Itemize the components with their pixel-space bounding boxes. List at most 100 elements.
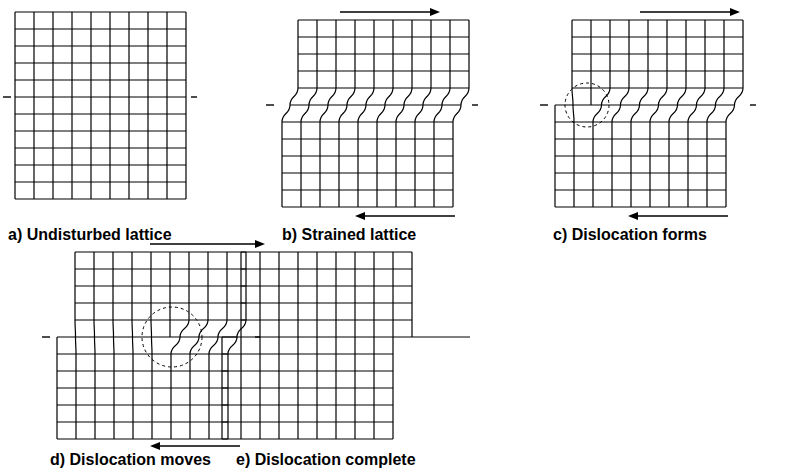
- lattice-line: [94, 337, 96, 439]
- lattice-line: [316, 337, 317, 439]
- lattice-line: [631, 105, 640, 207]
- lattice-line: [555, 155, 726, 156]
- lattice-line: [166, 97, 167, 199]
- lattice-line: [237, 252, 246, 337]
- lattice-line: [199, 252, 208, 337]
- slip-plane-mark: [3, 96, 11, 97]
- lattice-line: [278, 252, 279, 337]
- lattice-line: [109, 97, 110, 199]
- lattice-line: [33, 12, 34, 97]
- lattice-line: [218, 252, 227, 337]
- lattice-line: [240, 337, 241, 439]
- slip-plane-mark: [42, 336, 50, 337]
- lattice-line: [366, 20, 374, 105]
- lattice-line: [15, 198, 186, 199]
- lattice-panel: [3, 12, 197, 199]
- lattice-line: [71, 12, 72, 97]
- lattice-line: [171, 337, 180, 439]
- lattice-line: [347, 20, 355, 105]
- lattice-line: [415, 105, 423, 207]
- lattice-line: [593, 105, 602, 207]
- lattice-line: [15, 45, 186, 46]
- dislocation-circle: [142, 307, 202, 367]
- lattice-line: [373, 252, 374, 337]
- lattice-line: [404, 20, 412, 105]
- lattice-line: [15, 79, 186, 80]
- lattice-line: [241, 302, 412, 303]
- lattice-line: [392, 252, 393, 337]
- lattice-line: [57, 421, 228, 422]
- arrow-head: [255, 240, 265, 248]
- lattice-line: [222, 353, 393, 354]
- lattice-line: [298, 19, 469, 20]
- lattice-line: [259, 337, 260, 439]
- lattice-line: [572, 36, 743, 37]
- lattice-line: [112, 252, 114, 337]
- lattice-panel: [42, 240, 265, 450]
- lattice-line: [240, 252, 241, 337]
- lattice-line: [222, 421, 393, 422]
- lattice-line: [71, 97, 72, 199]
- lattice-line: [209, 337, 218, 439]
- lattice-line: [290, 20, 298, 105]
- lattice-line: [132, 337, 134, 439]
- lattice-line: [15, 96, 186, 97]
- arrow-head: [730, 8, 740, 16]
- lattice-line: [147, 97, 148, 199]
- lattice-line: [109, 12, 110, 97]
- lattice-line: [222, 438, 393, 439]
- panel-caption: d) Dislocation moves: [50, 451, 211, 469]
- lattice-line: [33, 97, 34, 199]
- lattice-line: [301, 105, 309, 207]
- lattice-line: [396, 105, 404, 207]
- arrow-head: [355, 212, 365, 220]
- lattice-line: [166, 12, 167, 97]
- lattice-line: [555, 104, 735, 105]
- lattice-line: [339, 105, 347, 207]
- lattice-line: [555, 138, 726, 139]
- lattice-line: [90, 12, 91, 97]
- lattice-line: [659, 20, 668, 105]
- lattice-line: [555, 189, 726, 190]
- lattice-line: [309, 20, 317, 105]
- lattice-line: [151, 337, 153, 439]
- lattice-line: [15, 11, 186, 12]
- slip-plane-mark: [191, 96, 197, 97]
- lattice-line: [453, 105, 461, 207]
- shear-arrow: [365, 215, 455, 216]
- dislocation-circle: [565, 83, 609, 127]
- lattice-line: [358, 105, 366, 207]
- lattice-line: [612, 105, 621, 207]
- lattice-line: [282, 121, 453, 122]
- lattice-line: [14, 97, 15, 199]
- lattice-line: [555, 206, 726, 207]
- lattice-line: [726, 105, 735, 207]
- lattice-line: [392, 337, 393, 439]
- lattice-line: [442, 20, 450, 105]
- lattice-line: [411, 252, 412, 337]
- lattice-line: [14, 12, 15, 97]
- lattice-line: [434, 105, 442, 207]
- lattice-line: [15, 62, 186, 63]
- lattice-line: [15, 28, 186, 29]
- lattice-line: [572, 70, 743, 71]
- lattice-line: [15, 147, 186, 148]
- lattice-line: [554, 105, 555, 207]
- lattice-line: [572, 87, 743, 88]
- lattice-line: [282, 189, 453, 190]
- lattice-line: [150, 252, 152, 337]
- lattice-line: [669, 105, 678, 207]
- lattice-line: [297, 337, 298, 439]
- lattice-line: [222, 404, 393, 405]
- panel-caption: b) Strained lattice: [282, 226, 416, 244]
- lattice-line: [590, 20, 591, 105]
- lattice-line: [52, 12, 53, 97]
- lattice-line: [320, 105, 328, 207]
- lattice-line: [57, 438, 228, 439]
- arrow-head: [628, 212, 638, 220]
- lattice-line: [572, 19, 743, 20]
- lattice-line: [354, 337, 355, 439]
- lattice-line: [282, 105, 290, 207]
- lattice-line: [113, 337, 115, 439]
- arrow-head: [430, 8, 440, 16]
